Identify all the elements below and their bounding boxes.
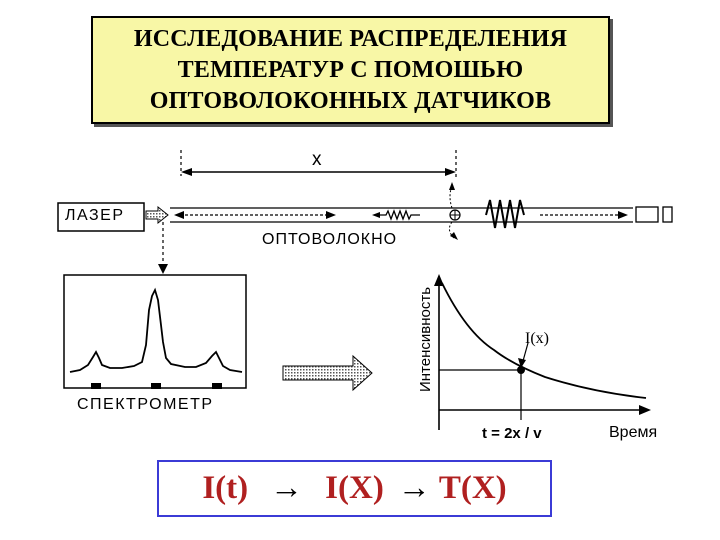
formula-part-tx: T(X) [438, 470, 507, 506]
spectrum-marker-3 [212, 383, 222, 389]
title-line-1: ИССЛЕДОВАНИЕ РАСПРЕДЕЛЕНИЯ [133, 25, 568, 52]
spectrum-to-plot-arrow [282, 354, 373, 392]
plot-x-label: Время [609, 424, 658, 441]
fiber-end-box-1 [635, 206, 659, 223]
formula-part-it: I(t) [202, 470, 249, 506]
fiber-end-box-2 [662, 206, 673, 223]
title-line-3: ОПТОВОЛОКОННЫХ ДАТЧИКОВ [149, 87, 552, 114]
spectrum-marker-1 [91, 383, 101, 389]
plot-time-label: t = 2x / v [482, 425, 542, 442]
formula-part-ix: I(X) [325, 470, 384, 506]
title-box: ИССЛЕДОВАНИЕ РАСПРЕДЕЛЕНИЯ ТЕМПЕРАТУР С … [91, 16, 610, 124]
laser-label: ЛАЗЕР [65, 207, 125, 224]
x-distance-label: x [312, 149, 322, 170]
plot-y-label: Интенсивность [417, 286, 435, 393]
fiber-label: ОПТОВОЛОКНО [262, 231, 398, 248]
spectrometer-box [63, 274, 247, 389]
spectrum-marker-2 [151, 383, 161, 389]
laser-box [57, 202, 145, 232]
formula-arrow-2: → [397, 470, 431, 506]
spectrometer-label: СПЕКТРОМЕТР [77, 396, 214, 413]
laser-pulse [485, 199, 525, 229]
plot-point-label: I(x) [525, 330, 549, 347]
backscatter-wave [378, 209, 420, 221]
decay-curve [441, 282, 647, 399]
formula-box: I(t) → I(X) → T(X) [157, 460, 552, 517]
plot-point [517, 366, 525, 374]
ix-pointer [522, 342, 529, 362]
laser-output-arrow [145, 205, 169, 225]
title-line-2: ТЕМПЕРАТУР С ПОМОШЬЮ [177, 56, 524, 83]
formula-arrow-1: → [270, 470, 304, 506]
spectrum-curve [69, 287, 243, 373]
